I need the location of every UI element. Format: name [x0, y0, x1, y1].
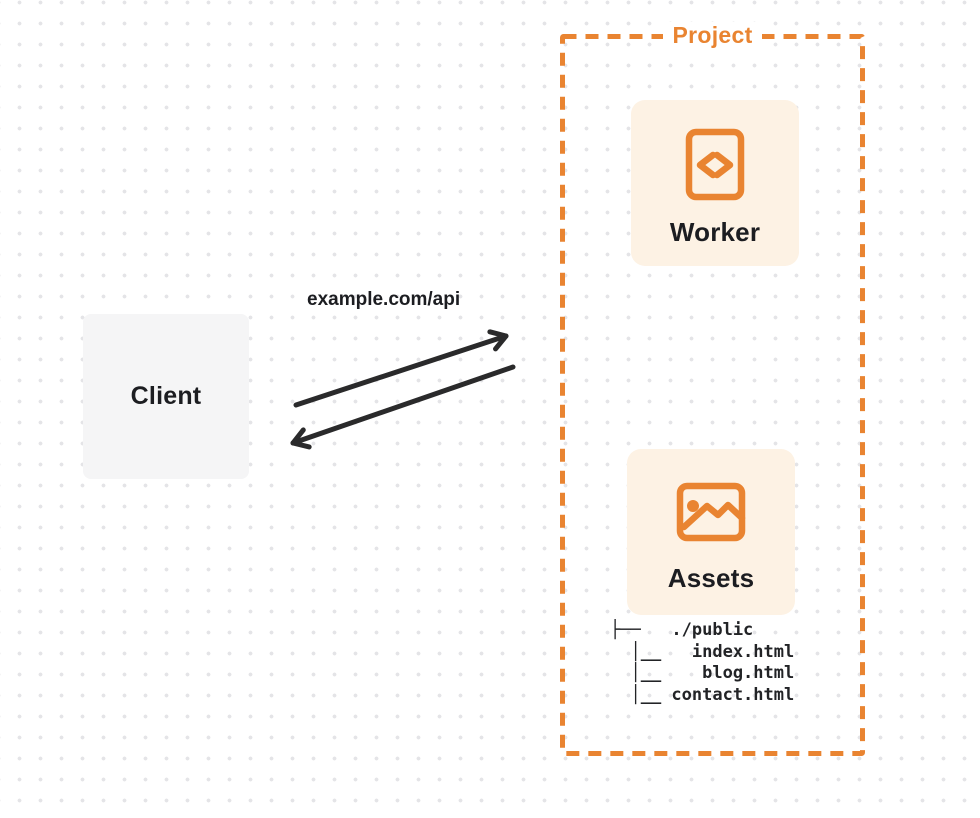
project-group-title: Project [560, 22, 865, 49]
assets-label: Assets [667, 563, 755, 593]
project-dashed-border [560, 34, 865, 756]
project-label: Project [663, 22, 762, 49]
worker-label: Worker [669, 217, 761, 247]
response-arrow [290, 364, 516, 450]
client-node: Client [83, 314, 249, 479]
assets-file-tree: ├── ./public │__ index.html │__ blog.htm… [610, 620, 795, 705]
code-icon [685, 128, 745, 201]
assets-node: Assets [627, 449, 795, 615]
client-label: Client [130, 382, 202, 410]
request-url-label: example.com/api [307, 289, 461, 310]
request-arrow [293, 329, 509, 408]
worker-node: Worker [631, 100, 799, 266]
image-icon [676, 482, 746, 542]
